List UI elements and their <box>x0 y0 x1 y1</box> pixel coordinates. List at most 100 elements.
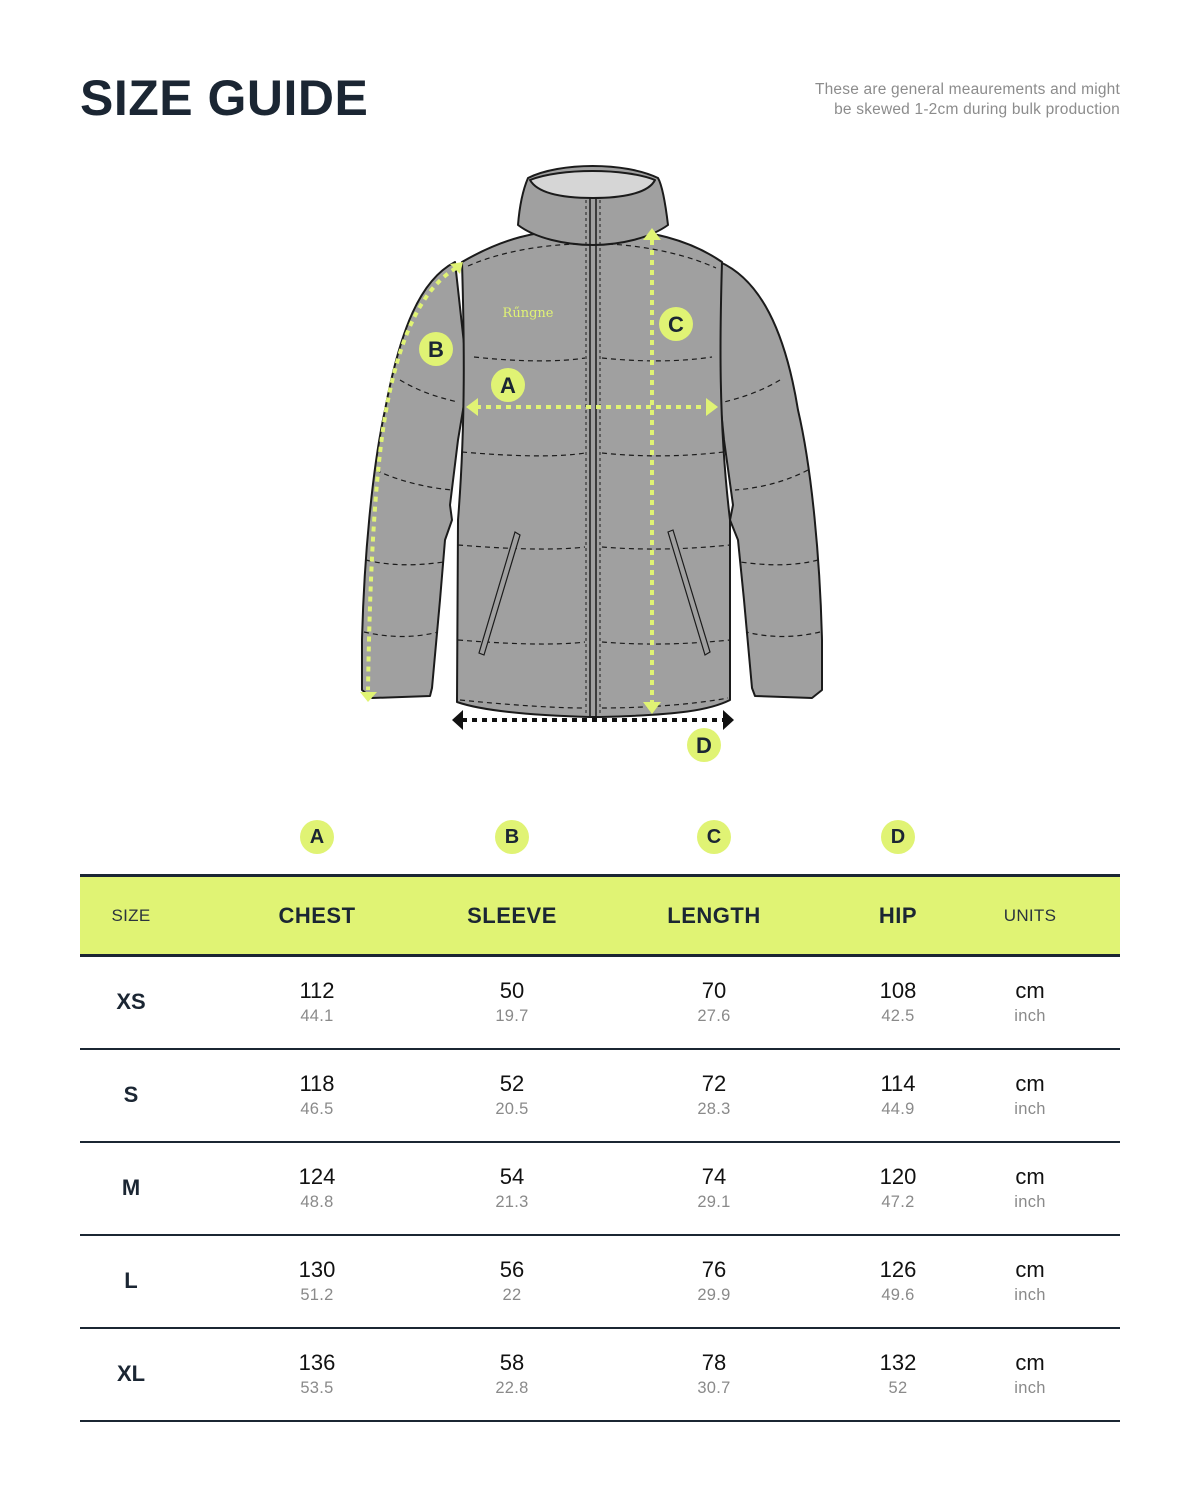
length-cm: 72 <box>701 1070 727 1096</box>
hip-cm: 108 <box>879 977 917 1003</box>
units-cell: cm inch <box>940 1235 1120 1328</box>
length-cm: 70 <box>701 977 727 1003</box>
hip-inch: 52 <box>888 1378 908 1397</box>
sleeve-cell: 54 21.3 <box>452 1142 572 1235</box>
length-cm: 78 <box>701 1349 727 1375</box>
size-cell: XL <box>116 1361 146 1386</box>
unit-cm: cm <box>1015 1070 1045 1096</box>
size-cell: XS <box>116 989 146 1015</box>
chest-inch: 53.5 <box>300 1378 334 1397</box>
length-cm: 76 <box>701 1256 727 1282</box>
column-letter-row: A B C D <box>80 820 1120 856</box>
chest-cm: 130 <box>298 1256 336 1282</box>
header-units: UNITS <box>1003 905 1057 925</box>
units-cell: cm inch <box>940 1049 1120 1142</box>
brand-logo: Rűngne <box>503 306 554 321</box>
chest-inch: 44.1 <box>300 1006 334 1025</box>
header-size: SIZE <box>111 905 151 925</box>
table-header-row: SIZE CHEST SLEEVE LENGTH HIP UNITS <box>80 875 1120 956</box>
chest-cm: 136 <box>298 1349 336 1375</box>
chest-inch: 46.5 <box>300 1099 334 1118</box>
header-hip: HIP <box>878 902 918 928</box>
length-inch: 29.9 <box>697 1285 731 1304</box>
size-table: SIZE CHEST SLEEVE LENGTH HIP UNITS XS 11… <box>80 874 1120 1422</box>
hip-inch: 47.2 <box>881 1192 915 1211</box>
sleeve-cm: 54 <box>499 1163 525 1189</box>
chest-cm: 124 <box>298 1163 336 1189</box>
hip-cm: 126 <box>879 1256 917 1282</box>
length-cell: 72 28.3 <box>572 1049 856 1142</box>
length-inch: 29.1 <box>697 1192 731 1211</box>
chest-cell: 130 51.2 <box>182 1235 452 1328</box>
table-row: XS 112 44.1 50 19.7 70 27.6 108 42.5 cm inch <box>80 956 1120 1049</box>
sleeve-inch: 20.5 <box>495 1099 529 1118</box>
sleeve-inch: 22.8 <box>495 1378 529 1397</box>
size-cell: S <box>123 1082 139 1107</box>
units-cell: cm inch <box>940 1142 1120 1235</box>
length-cm: 74 <box>701 1163 727 1189</box>
sleeve-inch: 22 <box>502 1285 522 1304</box>
sleeve-cm: 56 <box>499 1256 525 1282</box>
sleeve-cm: 50 <box>499 977 525 1003</box>
marker-b: B <box>428 337 444 362</box>
length-inch: 27.6 <box>697 1006 731 1025</box>
length-cell: 70 27.6 <box>572 956 856 1049</box>
unit-inch: inch <box>1014 1006 1046 1025</box>
chest-cell: 112 44.1 <box>182 956 452 1049</box>
hip-inch: 42.5 <box>881 1006 915 1025</box>
jacket-measurement-diagram: Rűngne B A C D <box>340 150 840 780</box>
jacket-illustration: Rűngne B A C D <box>360 165 823 762</box>
unit-inch: inch <box>1014 1285 1046 1304</box>
header-sleeve: SLEEVE <box>467 902 557 928</box>
column-letter-a: A <box>300 820 334 854</box>
unit-cm: cm <box>1015 1163 1045 1189</box>
hip-cm: 132 <box>879 1349 917 1375</box>
column-letter-d: D <box>881 820 915 854</box>
header-length: LENGTH <box>667 902 761 928</box>
length-cell: 78 30.7 <box>572 1328 856 1421</box>
hip-cell: 126 49.6 <box>856 1235 940 1328</box>
hip-inch: 49.6 <box>881 1285 915 1304</box>
unit-cm: cm <box>1015 977 1045 1003</box>
column-letter-b: B <box>495 820 529 854</box>
unit-cm: cm <box>1015 1349 1045 1375</box>
sleeve-cell: 52 20.5 <box>452 1049 572 1142</box>
unit-cm: cm <box>1015 1256 1045 1282</box>
header-chest: CHEST <box>278 902 356 928</box>
sleeve-cell: 50 19.7 <box>452 956 572 1049</box>
size-cell: M <box>121 1175 141 1200</box>
hip-inch: 44.9 <box>881 1099 915 1118</box>
sleeve-cm: 52 <box>499 1070 525 1096</box>
chest-inch: 48.8 <box>300 1192 334 1211</box>
length-cell: 74 29.1 <box>572 1142 856 1235</box>
unit-inch: inch <box>1014 1192 1046 1211</box>
chest-cell: 136 53.5 <box>182 1328 452 1421</box>
marker-c: C <box>668 312 684 337</box>
size-cell: L <box>124 1268 138 1293</box>
sleeve-inch: 21.3 <box>495 1192 529 1211</box>
unit-inch: inch <box>1014 1099 1046 1118</box>
units-cell: cm inch <box>940 956 1120 1049</box>
chest-cm: 112 <box>299 977 335 1003</box>
length-inch: 28.3 <box>697 1099 731 1118</box>
disclaimer-line-2: be skewed 1-2cm during bulk production <box>834 100 1120 118</box>
sleeve-cm: 58 <box>499 1349 525 1375</box>
hip-cell: 108 42.5 <box>856 956 940 1049</box>
sleeve-inch: 19.7 <box>495 1006 529 1025</box>
marker-a: A <box>500 373 516 398</box>
chest-cell: 118 46.5 <box>182 1049 452 1142</box>
chest-cell: 124 48.8 <box>182 1142 452 1235</box>
column-letter-c: C <box>697 820 731 854</box>
chest-inch: 51.2 <box>300 1285 334 1304</box>
page-title: SIZE GUIDE <box>80 70 369 126</box>
length-inch: 30.7 <box>697 1378 731 1397</box>
disclaimer-line-1: These are general meaurements and might <box>814 81 1120 98</box>
chest-cm: 118 <box>299 1070 335 1096</box>
